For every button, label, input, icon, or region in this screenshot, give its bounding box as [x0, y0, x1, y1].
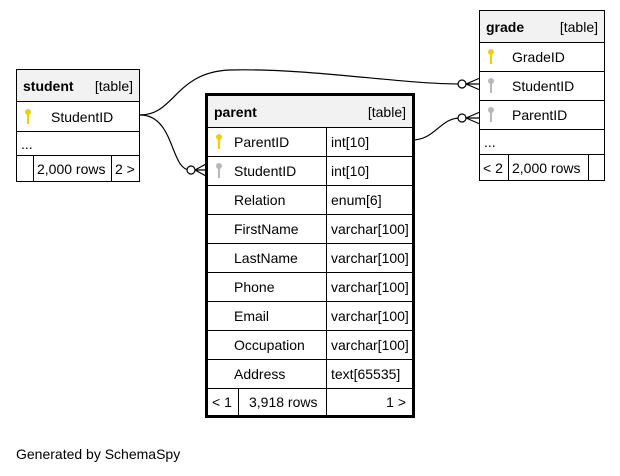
foreign-key-icon — [487, 78, 495, 94]
edge-student-parent-many-marker — [194, 163, 207, 177]
edge-parent-grade-optional-marker — [457, 113, 467, 123]
column-type: text[65535] — [326, 360, 412, 388]
column-name: StudentID — [234, 163, 297, 179]
column-name: FirstName — [234, 221, 299, 237]
table-row[interactable]: Phone varchar[100] — [208, 272, 412, 301]
column-name: Phone — [234, 279, 275, 295]
table-student-tag: [table] — [94, 77, 133, 94]
table-student-header[interactable]: student [table] — [17, 70, 139, 101]
column-name: ParentID — [512, 107, 568, 123]
table-row[interactable]: LastName varchar[100] — [208, 243, 412, 272]
table-parent[interactable]: parent [table] ParentID int[10] StudentI… — [205, 93, 415, 418]
column-type: int[10] — [326, 157, 412, 185]
edge-student-parent-optional-marker — [186, 165, 196, 175]
edge-parent-grade-many-marker — [465, 111, 481, 125]
parents-link[interactable]: < 2 — [483, 159, 503, 176]
column-type: int[10] — [326, 128, 412, 156]
row-count: 2,000 rows — [508, 155, 588, 180]
edge-student-grade-many-marker — [465, 77, 481, 91]
generated-by-note: Generated by SchemaSpy — [16, 446, 181, 462]
edge-student-parent — [139, 114, 191, 171]
table-row[interactable]: FirstName varchar[100] — [208, 214, 412, 243]
table-grade-header[interactable]: grade [table] — [480, 11, 604, 42]
column-name: Occupation — [234, 337, 305, 353]
row-count: 2,000 rows — [33, 156, 111, 181]
column-ellipsis: ... — [17, 131, 139, 155]
table-row[interactable]: ParentID int[10] — [208, 127, 412, 156]
column-name: StudentID — [51, 108, 114, 125]
primary-key-icon — [487, 49, 495, 65]
table-parent-tag: [table] — [367, 103, 406, 120]
table-row[interactable]: Address text[65535] — [208, 359, 412, 388]
table-grade-title: grade — [486, 18, 525, 35]
table-parent-footer: < 1 3,918 rows 1 > — [208, 388, 412, 415]
table-row[interactable]: Relation enum[6] — [208, 185, 412, 214]
column-name: ParentID — [234, 134, 290, 150]
column-type: varchar[100] — [326, 244, 412, 272]
column-name: Address — [234, 366, 286, 382]
table-row[interactable]: StudentID — [17, 101, 139, 131]
table-row[interactable]: GradeID — [480, 42, 604, 71]
column-type: varchar[100] — [326, 331, 412, 359]
column-name: LastName — [234, 250, 298, 266]
table-parent-header[interactable]: parent [table] — [208, 96, 412, 127]
foreign-key-icon — [487, 107, 495, 123]
table-student-title: student — [23, 77, 74, 94]
table-student-footer: 2,000 rows 2 > — [17, 155, 139, 181]
row-count: 3,918 rows — [238, 389, 326, 415]
column-type: varchar[100] — [326, 273, 412, 301]
table-grade-tag: [table] — [559, 18, 598, 35]
table-parent-title: parent — [214, 103, 257, 120]
primary-key-icon — [215, 134, 223, 150]
table-grade-footer: < 2 2,000 rows — [480, 154, 604, 180]
column-type: enum[6] — [326, 186, 412, 214]
table-row[interactable]: StudentID int[10] — [208, 156, 412, 185]
table-student[interactable]: student [table] StudentID ... 2,000 rows… — [16, 69, 140, 182]
edge-student-grade-optional-marker — [457, 79, 467, 89]
column-type: varchar[100] — [326, 215, 412, 243]
column-name: GradeID — [512, 49, 565, 65]
parents-link[interactable]: < 1 — [212, 394, 232, 410]
foreign-key-icon — [215, 163, 223, 179]
table-grade[interactable]: grade [table] GradeID StudentID ParentID… — [479, 10, 605, 181]
edge-student-grade — [139, 69, 461, 116]
column-ellipsis: ... — [480, 129, 604, 154]
column-name: Email — [234, 308, 270, 324]
table-row[interactable]: Email varchar[100] — [208, 301, 412, 330]
table-row[interactable]: ParentID — [480, 100, 604, 129]
children-link[interactable]: 2 > — [111, 156, 139, 181]
column-name: Relation — [234, 192, 286, 208]
column-type: varchar[100] — [326, 302, 412, 330]
table-row[interactable]: StudentID — [480, 71, 604, 100]
table-row[interactable]: Occupation varchar[100] — [208, 330, 412, 359]
edge-parent-grade — [411, 117, 461, 141]
children-link[interactable]: 1 > — [326, 389, 412, 415]
column-name: StudentID — [512, 78, 575, 94]
primary-key-icon — [24, 108, 32, 125]
